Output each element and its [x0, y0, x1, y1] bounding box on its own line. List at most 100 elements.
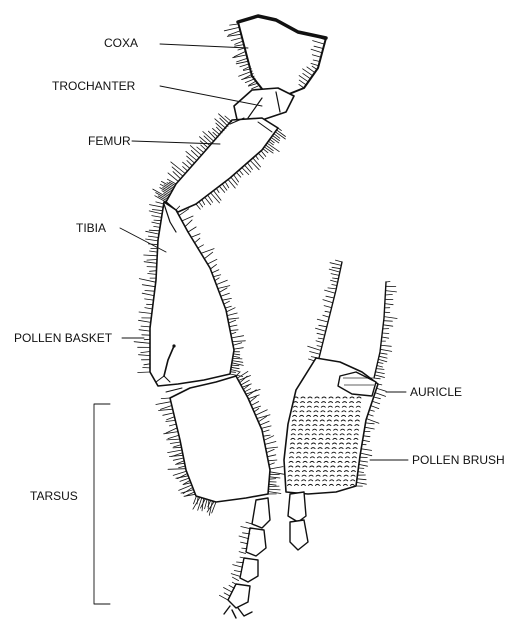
hair-stroke [363, 436, 370, 437]
hair-stroke [173, 458, 183, 460]
tibia-segment [134, 202, 245, 386]
hair-stroke [374, 378, 380, 379]
hair-stroke [224, 27, 239, 30]
hair-stroke [200, 141, 208, 148]
stipple-dot [347, 377, 348, 378]
hair-stroke [134, 342, 150, 344]
hair-stroke [179, 466, 186, 468]
hair-stroke [330, 263, 341, 266]
hair-stroke [271, 137, 279, 143]
hair-stroke [386, 291, 397, 292]
hair-stroke [245, 389, 251, 392]
label-auricle: AURICLE [410, 385, 462, 399]
hair-stroke [377, 388, 387, 391]
hair-stroke [268, 460, 277, 461]
hair-stroke [216, 280, 227, 284]
hair-stroke [224, 588, 233, 593]
stipple-dot [348, 384, 349, 385]
hair-stroke [216, 123, 224, 131]
hair-stroke [145, 299, 154, 300]
hair-stroke [386, 282, 390, 283]
hair-stroke [376, 369, 384, 370]
femur-segment [153, 114, 286, 212]
label-pollen-brush: POLLEN BRUSH [412, 453, 505, 467]
hair-stroke [192, 234, 200, 237]
hair-stroke [168, 450, 182, 453]
hair-stroke [375, 375, 385, 378]
hair-stroke [325, 290, 336, 293]
hair-stroke [170, 442, 180, 444]
hair-stroke [230, 372, 235, 373]
hair-stroke [372, 401, 380, 403]
hair-stroke [228, 318, 239, 319]
hair-stroke [210, 264, 216, 269]
hair-stroke [328, 288, 336, 289]
hair-stroke [161, 181, 173, 188]
hair-stroke [236, 172, 240, 177]
hair-stroke [374, 397, 381, 399]
hair-stroke [278, 128, 281, 131]
hair-stroke [270, 467, 283, 469]
hair-stroke [233, 343, 242, 346]
stipple-dot [343, 377, 344, 378]
hair-stroke [237, 562, 244, 563]
hair-stroke [142, 285, 155, 287]
hair-stroke [366, 423, 375, 424]
hair-stroke [148, 274, 157, 275]
hair-stroke [270, 472, 285, 475]
hair-stroke [384, 317, 397, 319]
hair-stroke [226, 308, 235, 312]
tarsal-segments-outer [219, 498, 270, 618]
hair-stroke [258, 153, 263, 159]
hair-stroke [317, 346, 322, 347]
hair-stroke [154, 220, 161, 221]
hair-stroke [169, 455, 183, 456]
hair-stroke [323, 315, 329, 317]
hair-stroke [331, 280, 338, 282]
hair-stroke [385, 294, 392, 295]
hair-stroke [139, 330, 150, 331]
hair-stroke [186, 220, 193, 226]
hair-stroke [269, 486, 280, 487]
hair-stroke [332, 267, 341, 268]
hair-stroke [331, 274, 339, 276]
hair-stroke [317, 319, 328, 322]
hair-stroke [359, 464, 368, 466]
hair-stroke [231, 38, 242, 41]
hair-stroke [144, 262, 157, 264]
hair-stroke [260, 421, 269, 425]
hair-stroke [231, 574, 240, 577]
hair-stroke [239, 552, 246, 554]
hair-stroke [172, 167, 183, 176]
tarsus-bracket [94, 404, 110, 604]
hair-stroke [377, 366, 383, 368]
hair-stroke [186, 151, 197, 160]
hair-stroke [141, 352, 150, 353]
hair-stroke [382, 333, 389, 334]
hair-stroke [379, 356, 387, 358]
hair-stroke [219, 186, 224, 192]
hair-stroke [190, 146, 201, 156]
hair-stroke [266, 145, 274, 151]
hair-stroke [139, 279, 155, 283]
hair-stroke [194, 496, 197, 504]
hair-stroke [325, 311, 330, 312]
stipple-dot [371, 377, 372, 378]
hair-stroke [173, 447, 182, 448]
hair-stroke [261, 426, 271, 429]
hair-stroke [333, 278, 339, 279]
stipple-dot [359, 377, 360, 378]
hair-stroke [239, 170, 243, 175]
hair-stroke [380, 349, 391, 351]
hair-stroke [139, 320, 151, 322]
stipple-dot [364, 384, 365, 385]
hair-stroke [229, 320, 236, 323]
hair-stroke [265, 442, 276, 445]
hair-stroke [152, 222, 161, 224]
stipple-dot [351, 377, 352, 378]
stipple-dot [365, 377, 366, 378]
hair-stroke [363, 440, 370, 441]
hair-stroke [204, 136, 212, 144]
hair-stroke [219, 288, 227, 293]
hair-stroke [371, 406, 379, 409]
